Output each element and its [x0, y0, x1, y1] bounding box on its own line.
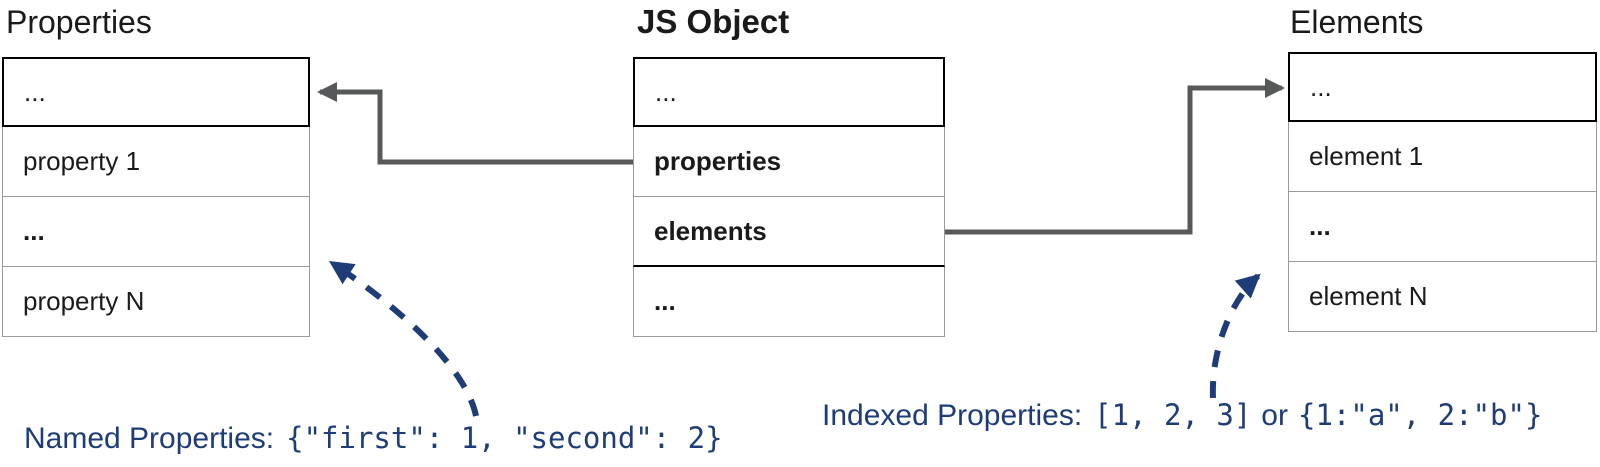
elements-table: ... element 1 ... element N	[1288, 52, 1597, 332]
table-row: ...	[2, 57, 310, 127]
table-row: property 1	[2, 127, 310, 197]
table-row: ...	[633, 57, 945, 127]
properties-table: ... property 1 ... property N	[2, 57, 310, 337]
named-properties-dashed-arrow-icon	[328, 260, 479, 417]
table-row: ...	[633, 267, 945, 337]
table-row: ...	[1288, 192, 1597, 262]
named-properties-annotation: Named Properties: {"first": 1, "second": …	[24, 419, 723, 458]
js-object-table-title: JS Object	[637, 3, 790, 40]
indexed-properties-annotation: Indexed Properties: [1, 2, 3] or {1:"a", 2:…	[822, 396, 1542, 435]
table-row: element N	[1288, 262, 1597, 332]
properties-table-title: Properties	[6, 4, 152, 40]
properties-pointer-arrow-icon	[317, 82, 633, 165]
indexed-properties-object-code: {1:"a", 2:"b"}	[1297, 398, 1543, 432]
elements-pointer-arrow-icon	[945, 78, 1285, 235]
elements-table-title: Elements	[1290, 4, 1424, 40]
indexed-properties-or: or	[1261, 399, 1288, 432]
named-properties-code: {"first": 1, "second": 2}	[286, 421, 723, 455]
indexed-properties-array-code: [1, 2, 3]	[1094, 398, 1252, 432]
indexed-properties-dashed-arrow-icon	[1209, 273, 1261, 399]
js-object-table: ... properties elements ...	[633, 57, 945, 337]
indexed-properties-label: Indexed Properties:	[822, 399, 1083, 432]
table-row: ...	[2, 197, 310, 267]
table-row: property N	[2, 267, 310, 337]
table-row: ...	[1288, 52, 1597, 122]
table-row-properties: properties	[633, 127, 945, 197]
table-row-elements: elements	[633, 197, 945, 267]
table-row: element 1	[1288, 122, 1597, 192]
named-properties-label: Named Properties:	[24, 422, 275, 455]
